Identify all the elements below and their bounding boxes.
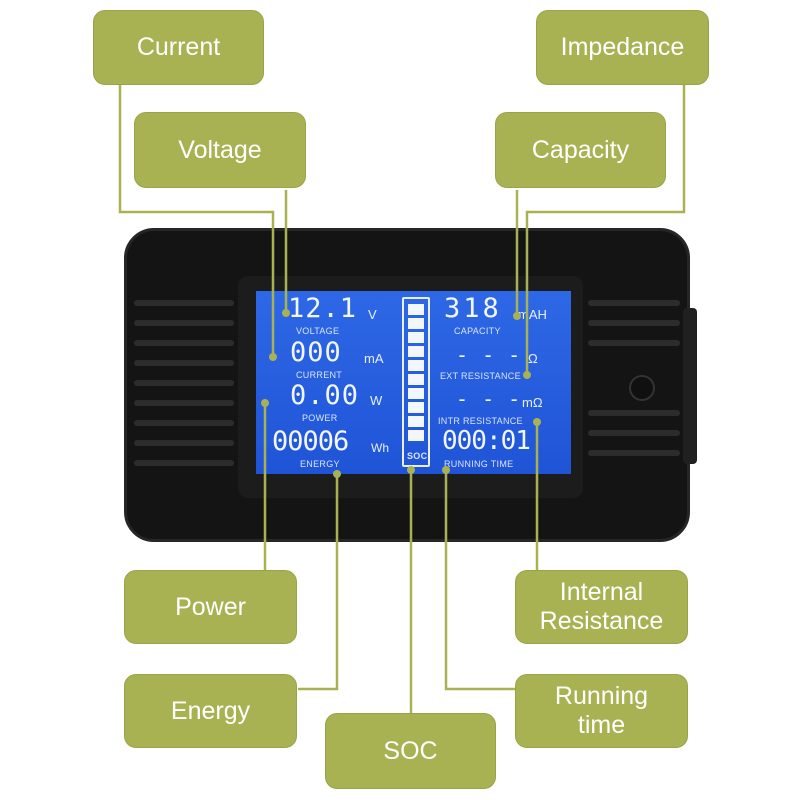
callout-impedance: Impedance [536,10,709,85]
soc-segment [408,430,424,441]
soc-segment [408,360,424,371]
callout-voltage: Voltage [134,112,306,188]
voltage-value: 12.1 [288,293,358,324]
soc-segment [408,374,424,385]
capacity-label: CAPACITY [454,326,501,336]
soc-label: SOC [407,451,428,461]
running-time-label: RUNNING TIME [444,459,514,469]
power-label: POWER [302,413,338,423]
intr-resistance-unit: mΩ [522,395,543,410]
ext-resistance-unit: Ω [528,351,538,366]
intr-resistance-label: INTR RESISTANCE [438,416,523,426]
soc-battery-gauge: SOC [402,297,430,467]
capacity-unit: mAH [518,307,547,322]
soc-segment [408,304,424,315]
voltage-label: VOLTAGE [296,326,340,336]
callout-capacity: Capacity [495,112,666,188]
power-unit: W [370,393,383,408]
callout-running-time: Running time [515,674,688,748]
reset-button[interactable] [629,375,655,401]
soc-segment [408,332,424,343]
callout-power: Power [124,570,297,644]
capacity-value: 318 [444,293,502,324]
ext-resistance-label: EXT RESISTANCE [440,371,521,381]
callout-current: Current [93,10,264,85]
soc-segment [408,346,424,357]
side-clip [683,308,697,464]
energy-label: ENERGY [300,459,340,469]
soc-segment [408,388,424,399]
current-label: CURRENT [296,370,343,380]
energy-unit: Wh [371,441,389,455]
callout-soc: SOC [325,713,496,789]
energy-value: 00006 [272,426,349,457]
soc-segment [408,318,424,329]
power-value: 0.00 [290,380,360,411]
callout-energy: Energy [124,674,297,748]
current-value: 000 [290,337,342,368]
ext-resistance-value: - - - [456,343,522,367]
callout-internal-resistance: Internal Resistance [515,570,688,644]
current-unit: mA [364,351,384,366]
lcd-screen: 12.1 V VOLTAGE 000 mA CURRENT 0.00 W POW… [256,291,571,474]
running-time-value: 000:01 [442,426,531,456]
intr-resistance-value: - - - [456,387,522,411]
soc-segment [408,402,424,413]
voltage-unit: V [368,307,377,322]
soc-segment [408,416,424,427]
